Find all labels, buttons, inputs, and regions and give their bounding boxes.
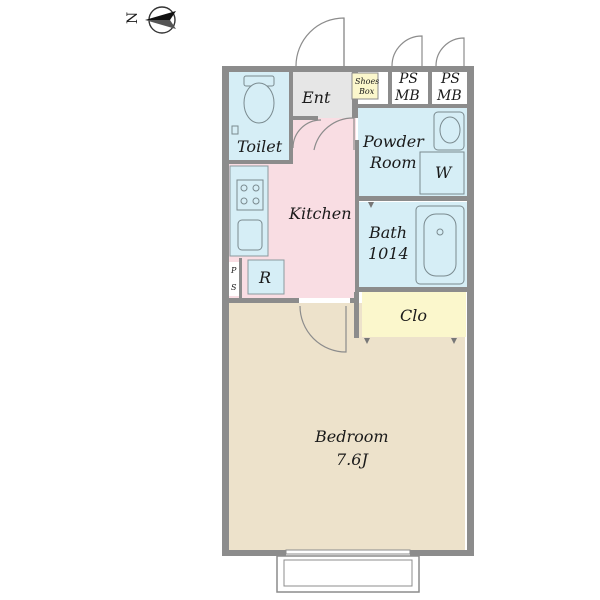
- closet-fill: [362, 292, 466, 337]
- ps-mb-1-label-1: PS: [398, 71, 418, 87]
- powder-room-label-2: Room: [369, 153, 416, 172]
- ps-mb-2-fill: [432, 72, 468, 104]
- north-arrow-icon: N: [125, 6, 176, 34]
- washer-label: W: [435, 163, 453, 182]
- ps-mb-2-label-2: MB: [436, 88, 462, 104]
- ps-fill: [229, 262, 239, 296]
- toilet-door: [292, 119, 322, 149]
- refrigerator-fill: [247, 259, 285, 295]
- shoes-box-label-1: Shoes: [355, 77, 379, 86]
- entry-door: [295, 17, 345, 67]
- bathtub-icon: [415, 205, 465, 285]
- kitchen-label: Kitchen: [288, 204, 352, 223]
- refrigerator-label: R: [258, 268, 271, 287]
- walls: [222, 66, 474, 556]
- bath-label-2: 1014: [368, 244, 409, 263]
- kitchen-sink-icon: [237, 219, 263, 251]
- bedroom-label-2: 7.6J: [336, 450, 369, 469]
- ps-mb-2-door: [435, 37, 465, 67]
- ps-mb-1-fill: [391, 72, 428, 104]
- stove-icon: [236, 179, 264, 211]
- ps-mb-2-label-1: PS: [440, 71, 460, 87]
- entrance-fill: [292, 72, 352, 118]
- powder-room-label-1: Powder: [362, 132, 425, 151]
- shoes-box-label-2: Box: [358, 87, 375, 96]
- ps-mb-1-door: [391, 35, 423, 67]
- toilet-label: Toilet: [237, 137, 283, 156]
- toilet-fixture-icon: [231, 75, 275, 135]
- closet-label: Clo: [400, 306, 427, 325]
- ps-label-1: P: [230, 266, 237, 275]
- north-label: N: [125, 12, 141, 24]
- bedroom-fill: [229, 303, 465, 550]
- sink-icon: [433, 111, 465, 151]
- entrance-label: Ent: [301, 88, 331, 107]
- shoes-box-fill: [351, 72, 379, 100]
- balcony: [276, 549, 420, 593]
- ps-mb-1-label-2: MB: [394, 88, 420, 104]
- bedroom-label-1: Bedroom: [314, 427, 389, 446]
- bedroom-door: [299, 305, 347, 353]
- powder-door: [313, 117, 355, 151]
- ps-label-2: S: [231, 283, 237, 292]
- washer-space: [419, 151, 465, 195]
- bath-label-1: Bath: [368, 223, 407, 242]
